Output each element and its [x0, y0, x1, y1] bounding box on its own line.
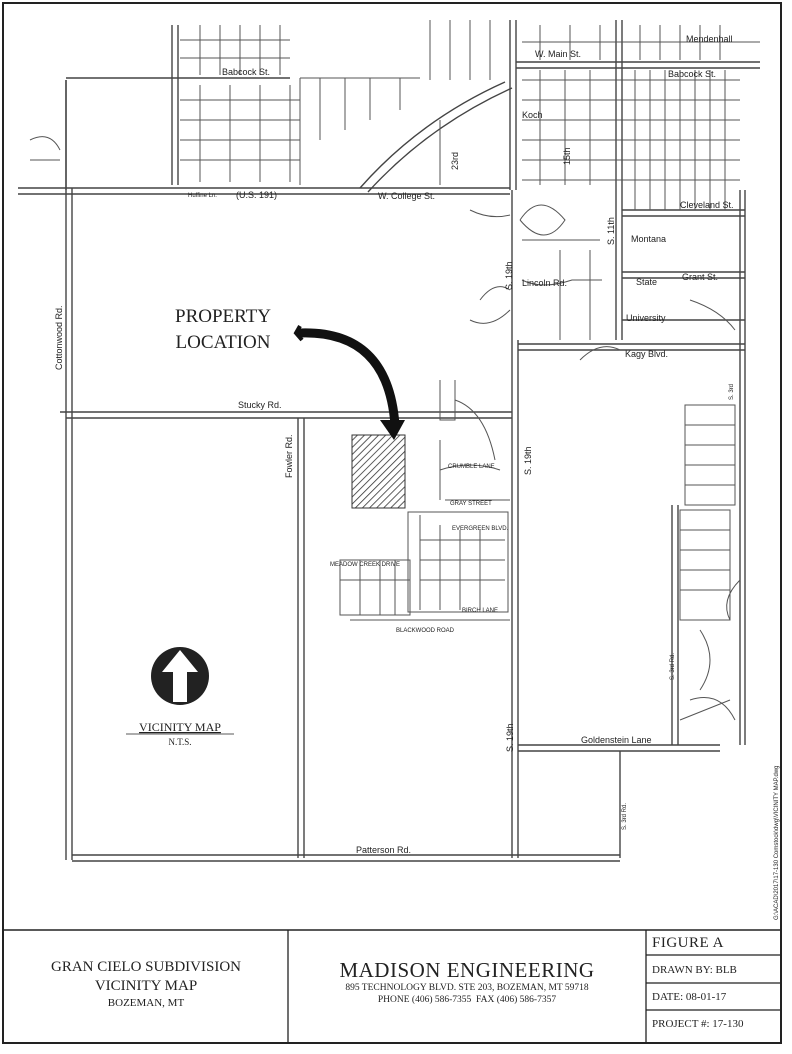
- road-babcock-w: Babcock St.: [222, 67, 270, 77]
- road-w-college: W. College St.: [378, 191, 435, 201]
- road-labels: W. Main St. Mendenhall Babcock St. Babco…: [54, 34, 735, 855]
- road-koch: Koch: [522, 110, 543, 120]
- street-grid-nw: [29, 20, 491, 185]
- road-lincoln: Lincoln Rd.: [522, 278, 567, 288]
- street-grid-southeast: [679, 404, 741, 721]
- callout-arrow-icon: [295, 328, 400, 430]
- street-grid-ne: [522, 25, 760, 210]
- figure-label: FIGURE A: [652, 935, 724, 951]
- road-cleveland: Cleveland St.: [680, 200, 734, 210]
- project-location: BOZEMAN, MT: [107, 997, 185, 1009]
- road-s19th-b: S. 19th: [523, 446, 533, 475]
- road-huffine: Huffine Ln.: [188, 193, 217, 199]
- firm-phone: PHONE (406) 586-7355 FAX (406) 586-7357: [377, 995, 557, 1005]
- road-stucky: Stucky Rd.: [238, 400, 282, 410]
- road-s23rd: 23rd: [450, 152, 460, 170]
- road-grant: Grant St.: [682, 272, 718, 282]
- road-w-main: W. Main St.: [535, 49, 581, 59]
- project-number: PROJECT #: 17-130: [652, 1018, 744, 1030]
- drawn-by: DRAWN BY: BLB: [652, 964, 737, 976]
- road-goldenstein: Goldenstein Lane: [581, 735, 652, 745]
- legend-scale: N.T.S.: [168, 737, 191, 747]
- property-parcel: [351, 434, 406, 509]
- road-s3rd-b: S. 3rd Rd.: [670, 653, 676, 680]
- property-callout-line2: LOCATION: [176, 332, 271, 353]
- drawing-date: DATE: 08-01-17: [652, 991, 727, 1003]
- road-cottonwood: Cottonwood Rd.: [54, 305, 64, 370]
- sheet-border: [2, 2, 782, 1044]
- road-kagy: Kagy Blvd.: [625, 349, 668, 359]
- road-crumble-lane: CRUMBLE LANE: [448, 464, 495, 470]
- road-fowler: Fowler Rd.: [284, 434, 294, 478]
- road-s15th: 15th: [562, 147, 572, 165]
- road-s3rd-c: S. 3rd Rd.: [622, 803, 628, 830]
- project-name: GRAN CIELO SUBDIVISION: [51, 959, 241, 975]
- firm-block: MADISON ENGINEERING 895 TECHNOLOGY BLVD.…: [288, 958, 646, 1006]
- title-block-grid: [287, 930, 781, 1043]
- road-mendenhall: Mendenhall: [686, 34, 733, 44]
- road-us191: (U.S. 191): [236, 190, 277, 200]
- file-path-note: G:\ACAD\2017\17-130 Comstock\dwg\VICINIT…: [774, 765, 780, 920]
- street-grid-campus: [469, 204, 736, 361]
- road-s19th-c: S. 19th: [505, 723, 515, 752]
- road-birch-lane: BIRCH LANE: [462, 608, 498, 614]
- road-blackwood: BLACKWOOD ROAD: [396, 628, 455, 634]
- legend-title: VICINITY MAP: [139, 720, 221, 734]
- road-s19th-a: S. 19th: [504, 261, 514, 290]
- road-s3rd-a: S. 3rd: [729, 384, 735, 400]
- road-patterson: Patterson Rd.: [356, 845, 411, 855]
- firm-address: 895 TECHNOLOGY BLVD. STE 203, BOZEMAN, M…: [345, 983, 589, 993]
- road-s11th: S. 11th: [606, 217, 616, 245]
- north-arrow-icon: [151, 647, 209, 705]
- project-title-block: GRAN CIELO SUBDIVISION VICINITY MAP BOZE…: [4, 958, 288, 1011]
- callout-arrowhead-icon: [380, 420, 405, 440]
- road-state: State: [636, 277, 657, 287]
- road-meadow-creek: MEADOW CREEK DRIVE: [330, 562, 400, 568]
- road-university: University: [626, 313, 666, 323]
- road-montana: Montana: [631, 234, 666, 244]
- road-gray-street: GRAY STREET: [450, 501, 492, 507]
- project-subtitle: VICINITY MAP: [94, 978, 198, 994]
- road-babcock-e: Babcock St.: [668, 69, 716, 79]
- road-evergreen: EVERGREEN BLVD.: [452, 526, 509, 532]
- firm-name: MADISON ENGINEERING: [339, 958, 595, 982]
- property-callout-line1: PROPERTY: [175, 306, 271, 327]
- street-grid-subdivision: [339, 380, 510, 621]
